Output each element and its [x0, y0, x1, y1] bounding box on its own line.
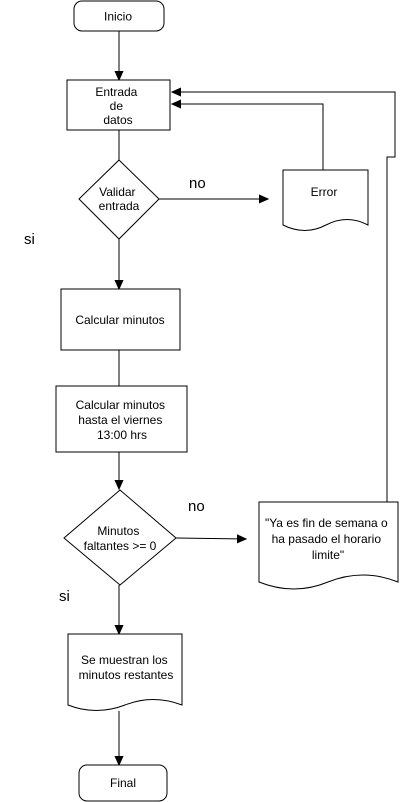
validar-entrada-text: Validar entrada: [99, 185, 140, 213]
calcular-viernes-node: [55, 385, 188, 453]
label-validar-si: si: [24, 231, 35, 248]
edge-minutos-finsemana: [175, 538, 246, 539]
inicio-text: Inicio: [104, 10, 132, 24]
edge-finsemana-entrada: [172, 92, 396, 502]
fin-semana-text: "Ya es fin de semana o ha pasado el hora…: [265, 516, 391, 562]
final-text: Final: [110, 776, 136, 790]
calcular-viernes-text: Calcular minutos hasta el viernes 13:00 …: [76, 398, 169, 442]
error-document: [282, 169, 369, 231]
connectors: [119, 31, 396, 765]
calcular-minutos-text: Calcular minutos: [75, 313, 164, 327]
muestran-text: Se muestran los minutos restantes: [79, 653, 174, 682]
label-minutos-si: si: [59, 588, 70, 605]
error-text: Error: [311, 185, 338, 199]
fin-semana-document: [258, 501, 399, 590]
calcular-minutos-node: [60, 288, 181, 351]
validar-entrada-decision: [78, 159, 160, 240]
inicio-node: [73, 0, 165, 32]
final-node: [78, 764, 168, 802]
edge-error-entrada: [172, 104, 324, 170]
muestran-document: [67, 633, 183, 711]
minutos-faltantes-decision: [63, 489, 177, 586]
minutos-faltantes-text: Minutos faltantes >= 0: [84, 524, 157, 553]
entrada-datos-text: Entrada de datos: [95, 85, 140, 127]
label-minutos-no: no: [188, 498, 205, 515]
entrada-datos-node: [66, 79, 171, 131]
label-validar-no: no: [189, 175, 206, 192]
